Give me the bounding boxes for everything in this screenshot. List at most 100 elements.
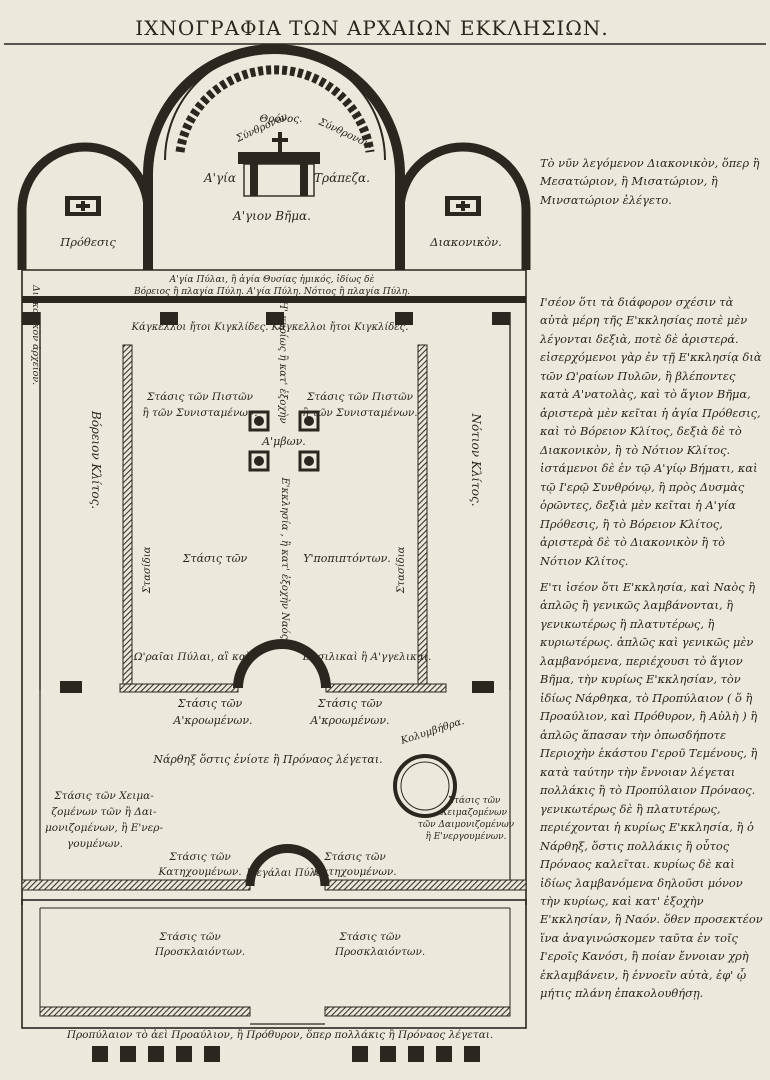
propylaion-column [120, 1046, 136, 1062]
propylaion-column [464, 1046, 480, 1062]
katechoumenon-left-label-2: Κατηχουμένων. [157, 866, 241, 878]
center-upper-label: Η' κυρίως ἢ κατ' ἐξοχὴν [277, 300, 288, 424]
propylaion-front-right [324, 1006, 511, 1017]
kolymvithra-label: Κολυμβήθρα. [399, 716, 466, 747]
cross-icon [76, 201, 90, 211]
pier [266, 312, 284, 325]
proskl-right-label-1: Στάσις τῶν [338, 931, 401, 943]
pier [395, 312, 413, 325]
great-gate-wall-left [21, 879, 251, 891]
proskl-left-label-2: Προσκλαιόντων. [154, 946, 245, 958]
prothesis-label: Πρόθεσις [59, 235, 116, 249]
pier [160, 312, 178, 325]
thronos-label: Θρόνος. [259, 113, 302, 125]
prothesis-apse [17, 142, 153, 270]
note-orientation: Ι'σέον ὅτι τὰ διάφορον σχέσιν τὰ αὐτὰ μέ… [540, 293, 765, 570]
ambon-column [304, 416, 314, 426]
spasis-label-3: τῶν Δαιμονιζομένων [418, 819, 515, 830]
altar-leg [300, 164, 308, 196]
pier [22, 312, 40, 325]
pistoi-right-label-2: ἢ τῶν Συνισταμένων. [302, 406, 417, 419]
cheimazomenon-label-2: ζομένων τῶν ἢ Δαι- [51, 805, 157, 818]
trapeza-label: Τράπεζα. [314, 171, 370, 185]
propylaion-column [204, 1046, 220, 1062]
agion-vima-label: Α'γιον Βῆμα. [232, 209, 311, 223]
spasis-label-1: Στάσις τῶν [447, 795, 501, 806]
apse-inner-arc [164, 49, 386, 161]
stasidia-right-label: Στασίδια [396, 546, 407, 594]
ambon-column [254, 456, 264, 466]
synthronon-arc [175, 65, 375, 153]
cross-icon [456, 201, 470, 211]
ambon-label: Α'μβων. [261, 435, 306, 448]
katechoumenon-left-label-1: Στάσις τῶν [168, 851, 231, 863]
note-diakonikon-text: Τὸ νῦν λεγόμενον Διακονικὸν, ὅπερ ἢ Μεσα… [540, 156, 760, 207]
proskl-left-label-1: Στάσις τῶν [158, 931, 221, 943]
pistoi-left-label-2: ἢ τῶν Συνισταμένων. [142, 406, 257, 419]
propylaion-column [380, 1046, 396, 1062]
altar-table-top [243, 163, 315, 197]
ambon-column [298, 410, 320, 432]
katechoumenon-right-label-1: Στάσις τῶν [323, 851, 386, 863]
ambon-column [304, 456, 314, 466]
south-colonnade [417, 344, 428, 691]
pier [60, 681, 82, 693]
propylaion-column [352, 1046, 368, 1062]
note-ekklesia-naos: Ε'τι ἰσέον ὅτι Ε'κκλησία, καὶ Ναὸς ἢ ἁπλ… [540, 578, 765, 1003]
pier [492, 312, 510, 325]
altar-leg [250, 164, 258, 196]
megalai-pylai-label: Μεγάλαι Πύλαι. [245, 868, 330, 879]
diakonikon-archive-label: Διακονικὸν ἀρχεῖον. [30, 284, 41, 385]
baptismal-font-inner [400, 761, 450, 811]
proskl-right-label-2: Προσκλαιόντων. [334, 946, 425, 958]
cheimazomenon-label-4: γουμένων. [67, 838, 123, 850]
propylaion-outer [21, 899, 527, 1029]
center-lower-label: Ε'κκλησία , ἢ κατ' ἐξοχὴν Ναός. [279, 477, 290, 643]
diakonikon-apse [395, 142, 531, 270]
akroomenon-left-label-2: Α'κροωμένων. [172, 714, 252, 727]
akroomenon-right-label-2: Α'κροωμένων. [309, 714, 389, 727]
ambon-column [298, 450, 320, 472]
agia-pyli-label-1: Α'γία Πύλαι, ἢ ἀγία Θυσίας ἡμικός, ἰδίως… [169, 274, 375, 285]
great-gate-wall-right [324, 879, 527, 891]
altar-table [238, 152, 320, 164]
narthex-label: Νάρθηξ ὅστις ἐνίοτε ἢ Πρόναος λέγεται. [152, 753, 382, 766]
pier [472, 681, 494, 693]
propylaion-label: Προπύλαιον τὸ ἀεὶ Προαύλιον, ἢ Πρόθυρον,… [66, 1028, 493, 1041]
propylaion-front-left [39, 1006, 251, 1017]
pistoi-left-label-1: Στάσις τῶν Πιστῶν [146, 391, 254, 403]
north-colonnade [122, 344, 133, 691]
royal-doors-arch [233, 639, 331, 689]
cheimazomenon-label-1: Στάσις τῶν Χειμα- [53, 790, 154, 802]
notion-klitos-label: Νότιον Κλίτος. [469, 412, 483, 506]
agia-label: Α'γία [203, 171, 236, 185]
katechoumenon-right-label-2: Κατηχουμένων. [312, 866, 396, 878]
ambon-column [248, 450, 270, 472]
spasis-label-4: ἢ Ε'νεργουμένων. [426, 831, 507, 842]
ambon-column [248, 410, 270, 432]
bema-screen-bar [22, 296, 526, 303]
propylaion-column [148, 1046, 164, 1062]
propylaion-column [92, 1046, 108, 1062]
narthex-wall-right [325, 683, 447, 693]
propylaion-column [408, 1046, 424, 1062]
narthex-wall-left [119, 683, 239, 693]
great-gate-arch [245, 844, 330, 887]
vasilikai-label: Βασιλικαὶ ἢ Α'γγελικαί. [302, 650, 432, 663]
spasis-label-2: Χειμαζομένων [440, 807, 507, 818]
oraiai-pylai-label: Ω'ραῖαι Πύλαι, αἳ καὶ [133, 650, 250, 663]
note-diakonikon: Τὸ νῦν λεγόμενον Διακονικὸν, ὅπερ ἢ Μεσα… [540, 154, 765, 209]
stasidia-left-label: Στασίδια [142, 546, 153, 594]
propylaion-column [436, 1046, 452, 1062]
cross-icon [272, 132, 288, 152]
note-ekklesia-naos-text: Ε'τι ἰσέον ὅτι Ε'κκλησία, καὶ Ναὸς ἢ ἁπλ… [540, 580, 763, 1001]
note-orientation-text: Ι'σέον ὅτι τὰ διάφορον σχέσιν τὰ αὐτὰ μέ… [540, 295, 762, 568]
stasis-ton-label: Στάσις τῶν [182, 552, 248, 565]
baptismal-font [393, 754, 457, 818]
akroomenon-right-label-1: Στάσις τῶν [317, 697, 383, 710]
cheimazomenon-label-3: μονιζομένων, ἢ Ε'νερ- [45, 821, 163, 834]
voreion-klitos-label: Βόρειον Κλίτος. [89, 410, 103, 509]
ypopiptonton-label: Υ'ποπιπτόντων. [303, 552, 391, 565]
synthronon-right-label: Σύνθρονον. [316, 116, 375, 151]
